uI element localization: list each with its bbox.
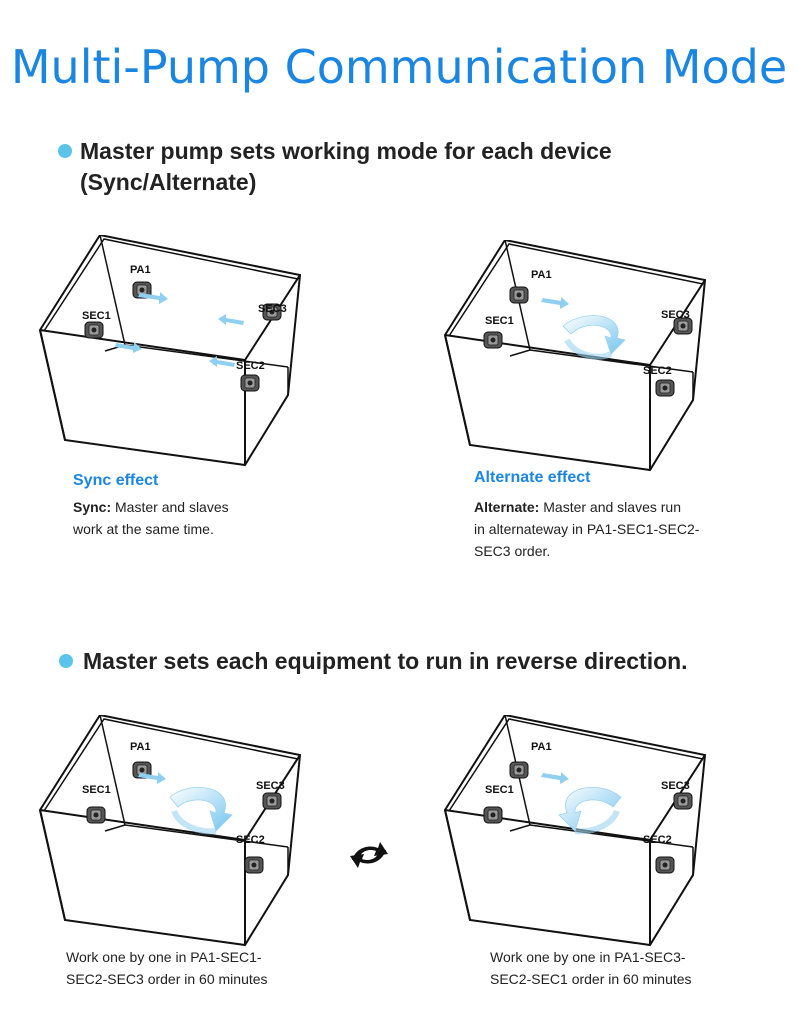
pump-icon [244, 856, 264, 874]
sync-tank-diagram: PA1 SEC1 SEC3 SEC2 [39, 235, 301, 466]
alternate-effect-title: Alternate effect [474, 469, 591, 486]
label-pa1: PA1 [531, 269, 552, 281]
label-sec2: SEC2 [643, 365, 672, 377]
swirl-arrow-icon [562, 315, 626, 360]
label-sec2: SEC2 [236, 360, 265, 372]
pump-icon [86, 806, 106, 824]
flow-arrow-icon [138, 772, 166, 784]
swap-arrows-icon [350, 842, 388, 868]
sync-bold-label: Sync: [73, 499, 112, 515]
pump-icon [483, 806, 503, 824]
pump-icon [509, 761, 529, 779]
label-sec1: SEC1 [485, 315, 514, 327]
section1-heading: Master pump sets working mode for each d… [80, 136, 760, 198]
label-sec3: SEC3 [256, 780, 285, 792]
label-pa1: PA1 [531, 741, 552, 753]
label-sec1: SEC1 [485, 784, 514, 796]
section1-heading-line1: Master pump sets working mode for each d… [80, 138, 612, 164]
label-sec2: SEC2 [236, 834, 265, 846]
label-sec1: SEC1 [82, 310, 111, 322]
reverse-right-line1: Work one by one in PA1-SEC3- [490, 949, 686, 965]
label-pa1: PA1 [130, 741, 151, 753]
reverse-left-tank-diagram: PA1 SEC1 SEC3 SEC2 [39, 715, 301, 946]
pump-icon [655, 856, 675, 874]
label-pa1: PA1 [130, 264, 151, 276]
label-sec3: SEC3 [661, 780, 690, 792]
alternate-description: Alternate: Master and slaves run in alte… [474, 496, 774, 562]
swirl-arrow-icon [169, 786, 233, 835]
reverse-left-line1: Work one by one in PA1-SEC1- [66, 949, 262, 965]
alternate-bold-label: Alternate: [474, 499, 540, 515]
bullet-dot-icon [58, 144, 72, 158]
label-sec2: SEC2 [643, 834, 672, 846]
flow-arrow-icon [115, 292, 244, 367]
page-title: Multi-Pump Communication Mode [10, 40, 788, 94]
label-sec1: SEC1 [82, 784, 111, 796]
reverse-left-caption: Work one by one in PA1-SEC1- SEC2-SEC3 o… [66, 946, 366, 990]
sync-description: Sync: Master and slaves work at the same… [73, 496, 373, 540]
swirl-arrow-icon [558, 786, 622, 835]
pump-icon [262, 792, 282, 810]
sync-line2: work at the same time. [73, 521, 214, 537]
pump-icon [673, 792, 693, 810]
reverse-right-line2: SEC2-SEC1 order in 60 minutes [490, 971, 692, 987]
reverse-left-line2: SEC2-SEC3 order in 60 minutes [66, 971, 268, 987]
pump-icon [483, 331, 503, 349]
section2-heading: Master sets each equipment to run in rev… [83, 648, 688, 674]
label-sec3: SEC3 [661, 309, 690, 321]
pump-icon [655, 379, 675, 397]
alternate-line1: Master and slaves run [539, 499, 681, 515]
flow-arrow-icon [541, 772, 569, 784]
section1-heading-line2: (Sync/Alternate) [80, 169, 257, 195]
reverse-right-caption: Work one by one in PA1-SEC3- SEC2-SEC1 o… [490, 946, 790, 990]
alternate-line3: SEC3 order. [474, 543, 551, 559]
pump-icon [240, 374, 260, 392]
alternate-tank-diagram: PA1 SEC1 SEC3 SEC2 [444, 240, 706, 471]
reverse-right-tank-diagram: PA1 SEC1 SEC3 SEC2 [444, 715, 706, 946]
flow-arrow-icon [541, 297, 569, 309]
alternate-line2: in alternateway in PA1-SEC1-SEC2- [474, 521, 700, 537]
pump-icon [84, 321, 104, 339]
bullet-dot-icon [59, 654, 73, 668]
label-sec3: SEC3 [258, 303, 287, 315]
sync-effect-title: Sync effect [73, 472, 159, 489]
pump-icon [509, 286, 529, 304]
sync-line1: Master and slaves [111, 499, 229, 515]
